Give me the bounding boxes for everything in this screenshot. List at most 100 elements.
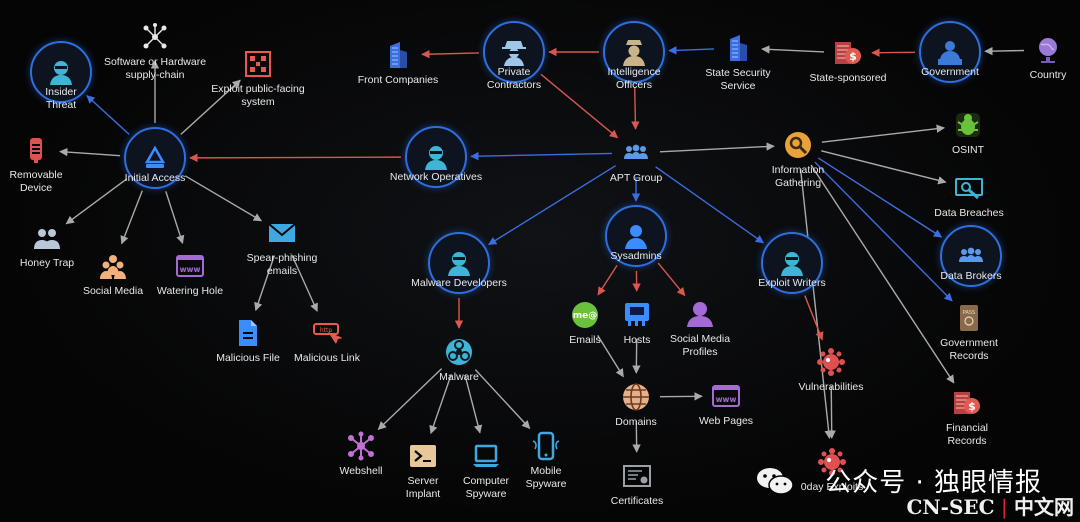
node-label: Exploit Writers <box>758 277 826 289</box>
node-label: OSINT <box>951 144 985 156</box>
node-label: Data Breaches <box>934 207 1004 219</box>
terminal-icon <box>406 439 440 473</box>
me-badge-icon: me@ <box>568 298 602 332</box>
node-label: Malicious Link <box>294 352 360 364</box>
hacker-icon <box>419 140 453 174</box>
node-label: Vulnerabilities <box>798 381 864 393</box>
node-server: Server Implant <box>406 445 440 500</box>
edge-malware-webshell <box>377 368 443 430</box>
edge-country-gov <box>984 46 1025 56</box>
money-icon: $ <box>950 386 984 420</box>
node-label: Domains <box>615 416 657 428</box>
node-label: Social Media Profiles <box>669 333 731 358</box>
edge-malware-compspy <box>464 375 483 434</box>
edge-initial-watering <box>165 191 185 244</box>
node-label: Sysadmins <box>610 250 662 262</box>
node-label: Malicious File <box>216 352 280 364</box>
node-circle <box>483 21 545 83</box>
node-label: Social Media <box>82 285 144 297</box>
edge-emails-domains <box>597 335 624 378</box>
node-circle <box>919 21 981 83</box>
node-compspy: Computer Spyware <box>463 444 509 500</box>
node-label: Hosts <box>623 334 651 346</box>
node-apt: APT Group <box>610 144 662 184</box>
node-exploit_pub: Exploit public-facing system <box>211 51 305 108</box>
profile-icon <box>683 297 717 331</box>
edge-apt-netops <box>470 151 613 161</box>
node-removable: Removable Device <box>9 138 63 194</box>
node-honey: Honey Trap <box>20 229 74 269</box>
node-label: Country <box>1029 69 1067 81</box>
user-icon <box>619 219 653 253</box>
biohazard-icon <box>442 335 476 369</box>
edge-infogather-breach <box>821 150 947 185</box>
edge-infogather-osint <box>821 124 945 143</box>
node-circle <box>940 225 1002 287</box>
node-statesec: State Security Service <box>705 35 771 92</box>
bug-icon <box>951 108 985 142</box>
watermark-text: 公众号 · 独眼情报 <box>825 468 1042 498</box>
site-separator: | <box>994 495 1014 519</box>
node-label: Spear-phishing emails <box>246 252 318 277</box>
drive-icon <box>138 141 172 175</box>
node-netops: Network Operatives <box>390 126 482 188</box>
certificate-icon <box>620 459 654 493</box>
node-webshell: Webshell <box>340 431 383 477</box>
node-malfile: Malicious File <box>216 320 280 364</box>
edge-private-front <box>421 49 480 59</box>
edge-vulns-zeroday <box>827 385 836 439</box>
node-circle <box>428 232 490 294</box>
node-circle <box>30 41 92 103</box>
edge-private-apt <box>540 73 619 139</box>
node-label: Computer Spyware <box>462 475 510 500</box>
envelope-icon <box>265 216 299 250</box>
qr-grid-icon <box>241 47 275 81</box>
virus-icon <box>815 445 849 479</box>
node-label: Web Pages <box>698 415 754 427</box>
virus-icon <box>814 345 848 379</box>
svg-text:$: $ <box>968 400 976 413</box>
node-circle <box>605 205 667 267</box>
node-label: Information Gathering <box>771 164 825 189</box>
laptop-icon <box>469 439 503 473</box>
officer-icon <box>617 35 651 69</box>
molecule-icon <box>344 429 378 463</box>
node-sysadmins: Sysadmins <box>605 205 667 267</box>
node-label: Initial Access <box>124 172 186 184</box>
edge-malware-mobspy <box>474 369 531 430</box>
edge-exwriters-vulns <box>804 295 824 341</box>
node-label: Front Companies <box>357 74 439 86</box>
node-certs: Certificates <box>611 465 663 507</box>
edge-initial-social <box>120 190 143 245</box>
site-suffix: 中文网 <box>1014 495 1074 519</box>
link-cursor-icon: http <box>310 316 344 350</box>
edge-initial-honey <box>65 178 128 225</box>
node-label: 0day Exploits <box>800 481 864 493</box>
node-label: Network Operatives <box>389 171 483 183</box>
node-brokers: Data Brokers <box>940 225 1002 287</box>
node-label: Emails <box>569 334 601 346</box>
node-social: Social Media <box>83 255 143 297</box>
svg-text:$: $ <box>849 50 857 63</box>
edge-infogather-govrec <box>814 161 953 302</box>
hacker-icon <box>44 55 78 89</box>
node-breach: Data Breaches <box>934 178 1004 219</box>
node-label: State-sponsored <box>809 72 887 84</box>
edge-apt-maldev <box>488 165 616 246</box>
team-icon <box>619 136 653 170</box>
node-mobspy: Mobile Spyware <box>526 431 566 490</box>
node-label: Insider Threat <box>45 86 77 111</box>
edge-statespon-statesec <box>761 45 825 54</box>
globe-grid-icon <box>619 380 653 414</box>
node-label: Server Implant <box>405 475 441 500</box>
svg-text:www: www <box>716 395 737 404</box>
node-label: Honey Trap <box>19 257 75 269</box>
node-smprofiles: Social Media Profiles <box>670 302 730 358</box>
node-label: Malware <box>439 371 479 383</box>
node-label: Exploit public-facing system <box>211 83 305 108</box>
building-icon <box>381 38 415 72</box>
